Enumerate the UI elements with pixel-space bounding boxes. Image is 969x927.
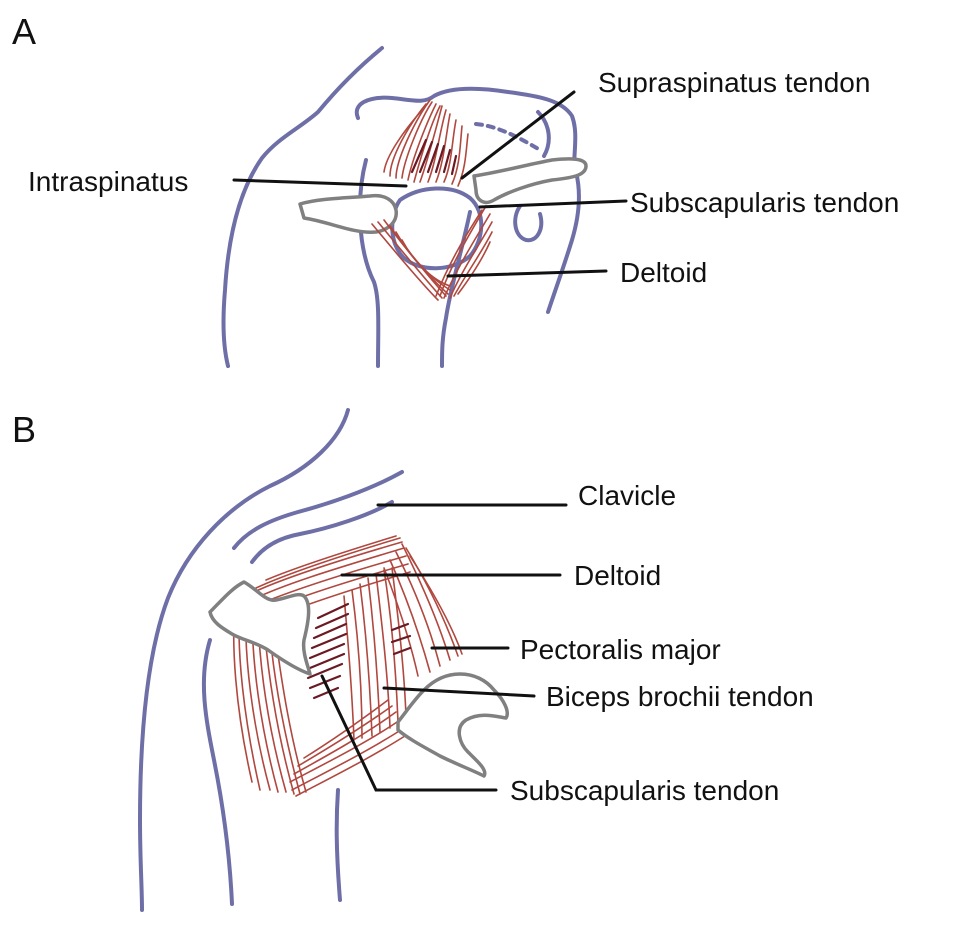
panel-a-leader-subscapularis xyxy=(478,199,628,209)
label-deltoid-a: Deltoid xyxy=(620,257,707,288)
label-intraspinatus: Intraspinatus xyxy=(28,166,188,197)
label-clavicle: Clavicle xyxy=(578,480,676,511)
panel-b-leader-subscapularis xyxy=(320,674,498,792)
panel-a-left-bone xyxy=(298,193,398,234)
panel-b-pectoralis-muscle xyxy=(383,543,463,677)
label-supraspinatus-tendon: Supraspinatus tendon xyxy=(598,67,870,98)
label-biceps-brochii-tendon: Biceps brochii tendon xyxy=(546,681,814,712)
panel-a-coracoid-loop xyxy=(536,110,551,158)
panel-b-clavicle-lower xyxy=(250,500,394,564)
label-deltoid-b: Deltoid xyxy=(574,560,661,591)
panel-b-arm-outer xyxy=(334,788,342,902)
panel-b-deltoid-muscle xyxy=(232,535,411,795)
label-subscapularis-tendon-b: Subscapularis tendon xyxy=(510,775,779,806)
panel-a-labels: Supraspinatus tendon Intraspinatus Subsc… xyxy=(28,67,899,288)
panel-b-leader-biceps xyxy=(382,686,536,698)
panel-b-arm-inner xyxy=(201,638,234,906)
panel-b: B xyxy=(12,408,814,912)
panel-b-lower-deltoid xyxy=(289,699,409,797)
panel-b-subscapularis-dark xyxy=(306,602,412,700)
panel-b-labels: Clavicle Deltoid Pectoralis major Biceps… xyxy=(510,480,814,806)
panel-a-right-bone xyxy=(472,157,588,205)
panel-b-right-bone xyxy=(396,672,509,778)
panel-a-leader-supraspinatus xyxy=(460,90,576,180)
panel-a-bones xyxy=(298,157,588,234)
panel-b-left-bone xyxy=(208,580,312,676)
panel-b-leaders xyxy=(320,503,568,792)
label-pectoralis-major: Pectoralis major xyxy=(520,634,721,665)
panel-a-shoulder-contour xyxy=(221,46,384,368)
panel-a: A xyxy=(12,11,899,368)
panel-a-scapula-contour xyxy=(546,170,581,314)
panel-a-letter: A xyxy=(12,11,36,52)
panel-b-bones xyxy=(208,580,509,778)
panel-a-leaders xyxy=(232,90,628,278)
panel-a-muscles xyxy=(371,99,493,301)
panel-a-acromion-outline xyxy=(354,86,578,172)
panel-b-outer-contour xyxy=(138,408,350,912)
panel-b-letter: B xyxy=(12,409,36,450)
panel-a-coracoid-oval xyxy=(513,204,544,243)
label-subscapularis-tendon-a: Subscapularis tendon xyxy=(630,187,899,218)
panel-a-deltoid-muscle xyxy=(371,205,493,301)
panel-b-clavicle-upper xyxy=(232,470,404,550)
panel-b-body-outline xyxy=(138,408,404,912)
panel-a-humerus-left xyxy=(357,158,381,368)
panel-a-body-outline xyxy=(221,46,581,368)
panel-a-leader-intraspinatus xyxy=(232,178,408,188)
panel-a-supraspinatus-dashed xyxy=(474,122,542,152)
panel-a-supraspinatus-muscle xyxy=(383,99,469,187)
panel-a-leader-deltoid xyxy=(446,269,608,278)
